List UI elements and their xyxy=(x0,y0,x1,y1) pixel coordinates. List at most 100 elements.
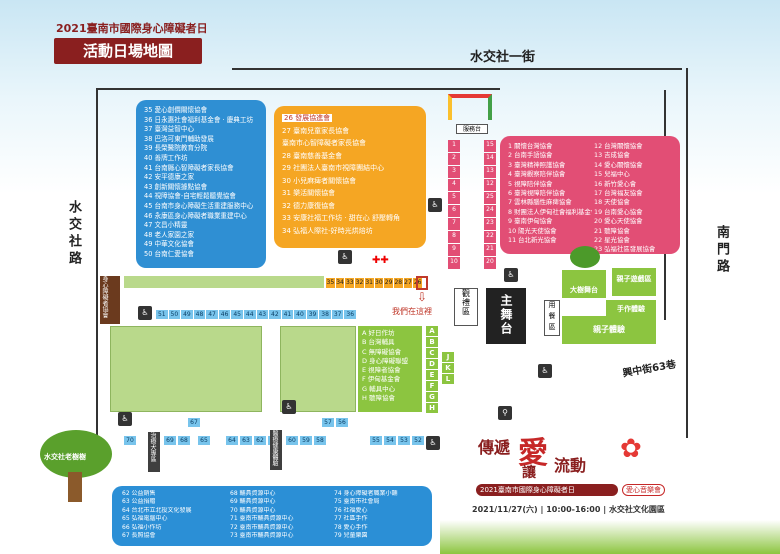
pink-booth[interactable]: 23 xyxy=(484,218,496,230)
orange-item: 31 樂活關懷協會 xyxy=(282,189,336,197)
handcraft-area[interactable]: 親子體驗 xyxy=(562,316,656,344)
south-booth[interactable]: 53 xyxy=(398,436,410,445)
pink-booth[interactable]: 20 xyxy=(484,257,496,269)
pink-booth[interactable]: 4 xyxy=(448,179,460,191)
pink-booth[interactable]: 8 xyxy=(448,231,460,243)
yellow-booth[interactable]: 27 xyxy=(403,278,413,288)
south-booth[interactable]: 58 xyxy=(314,436,326,445)
yellow-booth[interactable]: 35 xyxy=(326,278,335,288)
pink-booth[interactable]: 6 xyxy=(448,205,460,217)
south-booth[interactable]: 63 xyxy=(240,436,252,445)
south-booth[interactable]: 60 xyxy=(286,436,298,445)
pink-booth[interactable]: 5 xyxy=(448,192,460,204)
hand-area[interactable]: 手作體驗 xyxy=(606,300,656,318)
blue-booth[interactable]: 45 xyxy=(231,310,243,319)
orange-item: 32 德力康復協會 xyxy=(282,201,336,210)
blue-booth[interactable]: 47 xyxy=(206,310,218,319)
letter-booth[interactable]: F xyxy=(426,381,438,391)
pink-booth[interactable]: 1 xyxy=(448,140,460,152)
blue-item: 45 台南市身心障礙生活重建服務中心 xyxy=(144,201,254,210)
pink-booth[interactable]: 22 xyxy=(484,231,496,243)
blue-booth[interactable]: 38 xyxy=(319,310,331,319)
yellow-booth[interactable]: 32 xyxy=(355,278,364,288)
pink-booth[interactable]: 24 xyxy=(484,205,496,217)
blue-booth[interactable]: 36 xyxy=(344,310,356,319)
pink-booth[interactable]: 25 xyxy=(484,192,496,204)
bottom-item: 65 弘福電腦中心 xyxy=(122,515,168,523)
pink-booth[interactable]: 9 xyxy=(448,244,460,256)
green-area-middle xyxy=(280,326,356,412)
bottom-item: 71 臺南市輔具資源中心 xyxy=(230,515,294,523)
old-tree-icon xyxy=(40,430,112,478)
pink-item: 8 財團法人伊甸社會福利基金會 xyxy=(508,207,592,216)
letter-booth[interactable]: H xyxy=(426,403,438,413)
road-north-line-2 xyxy=(96,88,500,90)
pink-booth[interactable]: 2 xyxy=(448,153,460,165)
letter-booth[interactable]: E xyxy=(426,370,438,380)
blue-booth[interactable]: 41 xyxy=(281,310,294,319)
pink-booth[interactable]: 7 xyxy=(448,218,460,230)
letter-item: F 伊甸基金會 xyxy=(362,375,401,384)
pink-booth[interactable]: 13 xyxy=(484,166,496,178)
service-desk[interactable]: 服務台 xyxy=(456,124,488,134)
orange-item: 34 弘福人際社-好時光烘焙坊 xyxy=(282,226,373,235)
main-stage[interactable]: 主舞台 xyxy=(486,288,526,344)
blue-item: 44 視障協會-自宅輕鬆聽覺協會 xyxy=(144,192,236,201)
yellow-booth[interactable]: 30 xyxy=(374,278,384,288)
left-association-booth[interactable]: 身心障礙者協會 xyxy=(100,276,120,324)
blue-booth[interactable]: 48 xyxy=(193,310,206,319)
south-booth[interactable]: 55 xyxy=(370,436,382,445)
south-booth[interactable]: 57 xyxy=(322,418,334,427)
blue-booth[interactable]: 43 xyxy=(256,310,269,319)
kids-zone[interactable]: 親子遊戲區 xyxy=(612,268,656,296)
blue-booth[interactable]: 46 xyxy=(218,310,231,319)
pink-booth[interactable]: 12 xyxy=(484,179,496,191)
letter-booth[interactable]: B xyxy=(426,337,438,347)
south-booth[interactable]: 52 xyxy=(412,436,424,445)
yellow-booth[interactable]: 33 xyxy=(345,278,355,288)
south-booth[interactable]: 59 xyxy=(300,436,312,445)
south-booth[interactable]: 70 xyxy=(124,436,136,445)
south-booth[interactable]: 54 xyxy=(384,436,396,445)
blue-booth[interactable]: 40 xyxy=(294,310,306,319)
blue-booth[interactable]: 39 xyxy=(306,310,319,319)
south-booth[interactable]: 67 xyxy=(188,418,200,427)
blue-booth[interactable]: 50 xyxy=(168,310,181,319)
medical-booth[interactable]: 醫療健康體驗 xyxy=(270,430,282,470)
blue-booth[interactable]: 37 xyxy=(331,310,344,319)
orange-item: 臺南市心智障礙者家長協會 xyxy=(282,139,366,147)
south-booth[interactable]: 65 xyxy=(198,436,210,445)
big-tree-stage[interactable]: 大樹舞台 xyxy=(562,270,606,298)
pink-booth[interactable]: 21 xyxy=(484,244,496,256)
letter-booth[interactable]: G xyxy=(426,392,438,402)
yellow-booth[interactable]: 29 xyxy=(384,278,393,288)
pink-booth[interactable]: 15 xyxy=(484,140,496,152)
letter-booth[interactable]: J xyxy=(442,352,454,362)
pink-booth[interactable]: 10 xyxy=(448,257,460,269)
letter-booth[interactable]: A xyxy=(426,326,438,336)
letter-booth[interactable]: C xyxy=(426,348,438,358)
south-booth[interactable]: 56 xyxy=(336,418,348,427)
blue-item: 48 老人家園之家 xyxy=(144,230,195,239)
blue-booth[interactable]: 49 xyxy=(181,310,193,319)
pink-item: 13 吉成協會 xyxy=(594,151,630,160)
south-booth[interactable]: 64 xyxy=(226,436,238,445)
pink-booth[interactable]: 3 xyxy=(448,166,460,178)
south-booth[interactable]: 62 xyxy=(254,436,266,445)
letter-booth[interactable]: L xyxy=(442,374,454,384)
blue-booth[interactable]: 51 xyxy=(156,310,168,319)
pink-booth[interactable]: 14 xyxy=(484,153,496,165)
letter-booth[interactable]: K xyxy=(442,363,454,373)
blue-booth[interactable]: 44 xyxy=(243,310,256,319)
yellow-booth[interactable]: 31 xyxy=(364,278,374,288)
letter-booth[interactable]: D xyxy=(426,359,438,369)
south-booth[interactable]: 68 xyxy=(178,436,190,445)
therapy-dog-booth[interactable]: 治療犬專區 xyxy=(148,432,160,472)
yellow-booth[interactable]: 34 xyxy=(335,278,345,288)
orange-item: 29 社團法人臺南市視障團結中心 xyxy=(282,164,385,172)
blue-booth[interactable]: 42 xyxy=(269,310,281,319)
pink-item: 15 兒福中心 xyxy=(594,170,630,179)
south-booth[interactable]: 69 xyxy=(164,436,176,445)
pink-item: 7 雲林縣腦性麻痺協會 xyxy=(508,198,572,207)
yellow-booth[interactable]: 28 xyxy=(393,278,403,288)
